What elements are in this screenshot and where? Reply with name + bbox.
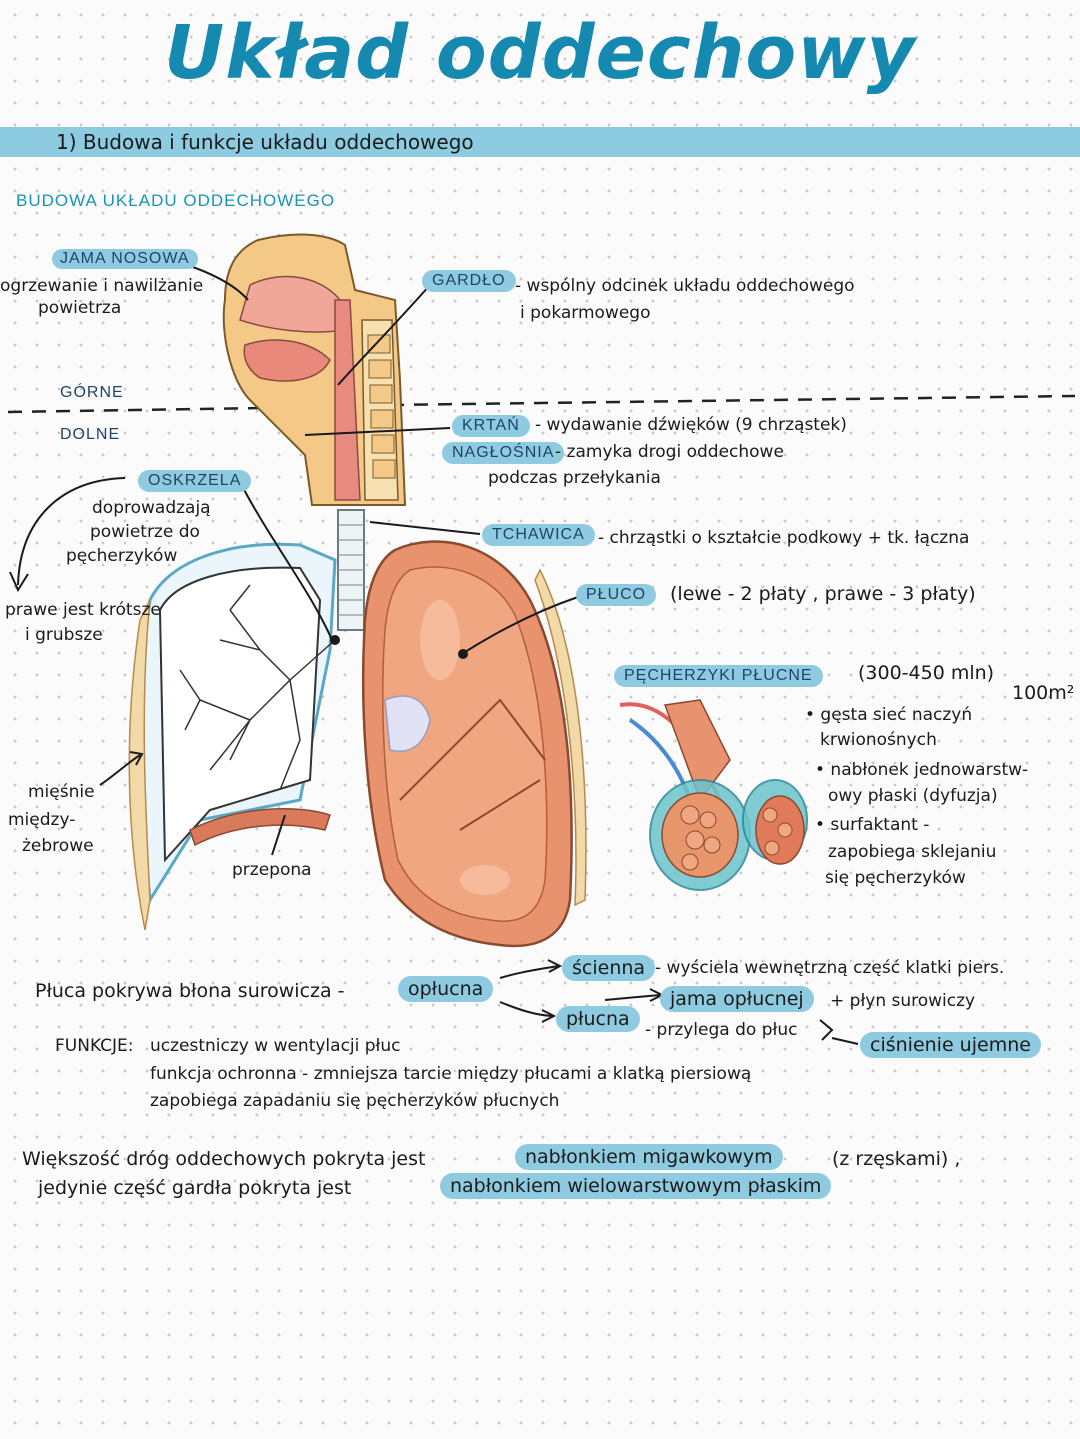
label-gorne: GÓRNE	[60, 384, 124, 401]
bullet-2a: • nabłonek jednowarstw-	[815, 760, 1029, 780]
funkcje-label: FUNKCJE:	[55, 1036, 134, 1056]
oskrzela-desc-1: doprowadzają	[92, 498, 211, 518]
pluco-desc: (lewe - 2 płaty , prawe - 3 płaty)	[670, 583, 976, 605]
label-naglosnia: NAGŁOŚNIA	[442, 442, 565, 464]
bottom-line2-a: jedynie część gardła pokryta jest	[38, 1177, 352, 1199]
bottom-line1-a: Większość dróg oddechowych pokryta jest	[22, 1148, 426, 1170]
prawe-note-1: prawe jest krótsze	[5, 600, 161, 620]
oskrzela-desc-3: pęcherzyków	[66, 546, 178, 566]
bottom-line2-hl: nabłonkiem wielowarstwowym płaskim	[440, 1173, 832, 1199]
bullet-3b: zapobiega sklejaniu	[828, 842, 997, 862]
gardlo-desc-2: i pokarmowego	[520, 303, 651, 323]
oskrzela-desc-2: powietrze do	[90, 522, 200, 542]
pleura-jama: jama opłucnej	[660, 986, 814, 1012]
alveoli-area: 100m²	[1012, 682, 1075, 704]
prawe-note-2: i grubsze	[25, 625, 103, 645]
krtan-desc: - wydawanie dźwięków (9 chrząstek)	[535, 415, 847, 435]
miesnie-1: mięśnie	[28, 782, 95, 802]
naglosnia-desc-1: - zamyka drogi oddechowe	[555, 442, 784, 462]
label-pecherzyki: PĘCHERZYKI PŁUCNE	[614, 665, 823, 687]
label-jama-nosowa: JAMA NOSOWA	[52, 249, 198, 269]
trachea-shape	[337, 509, 365, 631]
bottom-line1-b: (z rzęskami) ,	[832, 1148, 961, 1170]
pleura-scienna-desc: - wyściela wewnętrzną część klatki piers…	[655, 958, 1005, 978]
section-bar: 1) Budowa i funkcje układu oddechowego	[0, 127, 1080, 157]
label-krtan: KRTAŃ	[452, 415, 530, 437]
pleura-scienna: ścienna	[562, 955, 656, 981]
head-cross-section	[222, 233, 407, 506]
label-przepona: przepona	[232, 860, 312, 880]
bottom-line1-hl: nabłonkiem migawkowym	[515, 1144, 783, 1170]
lung-orange	[361, 540, 587, 948]
bullet-3c: się pęcherzyków	[825, 868, 966, 888]
label-pluco: PŁUCO	[576, 584, 657, 606]
section-bar-text: 1) Budowa i funkcje układu oddechowego	[56, 130, 474, 154]
pleura-plucna-desc: - przylega do płuc	[645, 1020, 798, 1040]
funkcje-3: zapobiega zapadaniu się pęcherzyków płuc…	[150, 1091, 560, 1111]
label-dolne: DOLNE	[60, 426, 121, 443]
pecherzyki-count: (300-450 mln)	[858, 662, 995, 684]
bullet-1b: krwionośnych	[820, 730, 937, 750]
miesnie-3: żebrowe	[22, 836, 94, 856]
label-tchawica: TCHAWICA	[482, 524, 595, 546]
label-gardlo: GARDŁO	[422, 270, 516, 292]
section-heading: BUDOWA UKŁADU ODDECHOWEGO	[16, 191, 336, 210]
naglosnia-desc-2: podczas przełykania	[488, 468, 661, 488]
pleura-plucna: płucna	[556, 1006, 640, 1032]
miesnie-2: między-	[8, 810, 76, 830]
pleura-plyn: + płyn surowiczy	[830, 991, 976, 1011]
bullet-2b: owy płaski (dyfuzja)	[828, 786, 998, 806]
lung-outline-bronchial-tree	[128, 542, 337, 931]
pleura-cisnienie: ciśnienie ujemne	[860, 1032, 1041, 1058]
page-title: Układ oddechowy	[164, 10, 916, 96]
bullet-3a: • surfaktant -	[815, 815, 930, 835]
pleura-oplucna: opłucna	[398, 976, 494, 1002]
jama-desc-2: powietrza	[38, 298, 122, 318]
alveoli-illustration	[619, 699, 808, 891]
bullet-1a: • gęsta sieć naczyń	[805, 705, 973, 725]
tchawica-desc: - chrząstki o kształcie podkowy + tk. łą…	[598, 528, 970, 548]
gardlo-desc-1: - wspólny odcinek układu oddechowego	[515, 276, 855, 296]
funkcje-2: funkcja ochronna - zmniejsza tarcie międ…	[150, 1064, 752, 1084]
label-oskrzela: OSKRZELA	[138, 470, 252, 492]
funkcje-1: uczestniczy w wentylacji płuc	[150, 1036, 401, 1056]
jama-desc-1: ogrzewanie i nawilżanie	[0, 276, 204, 296]
pleura-intro: Płuca pokrywa błona surowicza -	[35, 980, 345, 1002]
